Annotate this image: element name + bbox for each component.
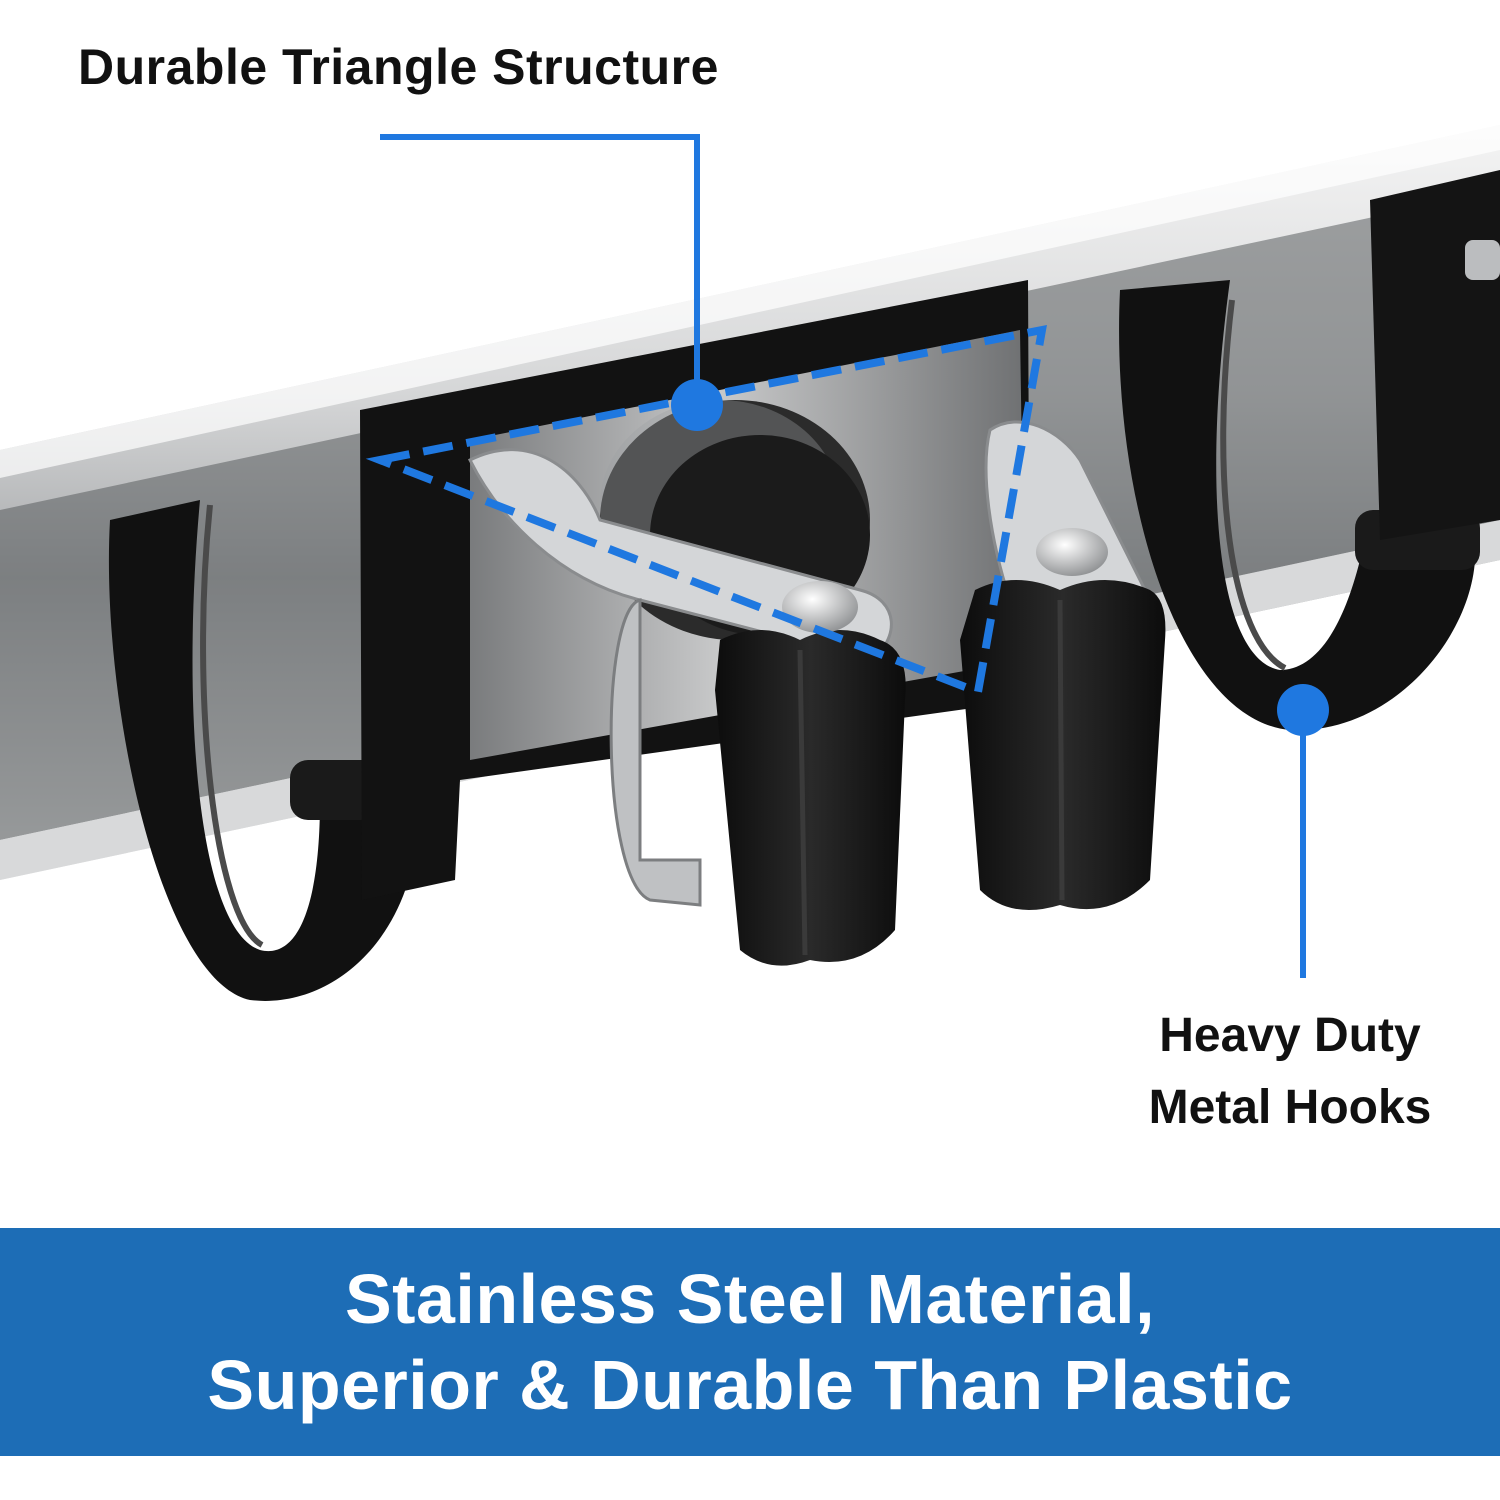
- feature-banner: Stainless Steel Material, Superior & Dur…: [0, 1228, 1500, 1456]
- metal-hooks-label-line1: Heavy Duty: [1159, 1009, 1421, 1062]
- rubber-grip-right: [960, 580, 1166, 910]
- next-clip-partial: [1370, 170, 1500, 540]
- callout-triangle: [380, 134, 723, 431]
- metal-hooks-label: Heavy Duty Metal Hooks: [1110, 1000, 1470, 1144]
- rivet-left-icon: [782, 581, 858, 633]
- callout-dot-icon: [1277, 684, 1329, 736]
- triangle-structure-label: Durable Triangle Structure: [78, 39, 719, 95]
- banner-line-1: Stainless Steel Material,: [344, 1260, 1156, 1338]
- callout-hooks: [1277, 684, 1329, 978]
- rivet-right-icon: [1036, 528, 1108, 576]
- rubber-grip-left: [715, 630, 906, 966]
- spring-clip-right: [960, 420, 1166, 910]
- callout-dot-icon: [671, 379, 723, 431]
- spring-clip-left: [467, 448, 906, 966]
- banner-line-2: Superior & Durable Than Plastic: [207, 1346, 1293, 1424]
- metal-hooks-label-line2: Metal Hooks: [1148, 1081, 1432, 1134]
